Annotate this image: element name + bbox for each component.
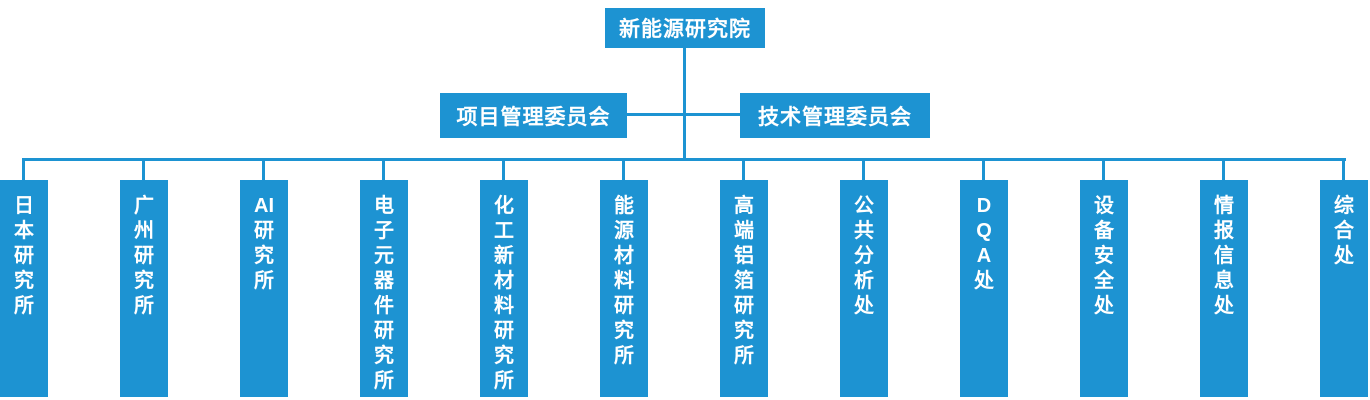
department-label-line: 源 (614, 220, 634, 242)
department-label-line: 元 (374, 245, 394, 267)
department-box: AI 研究所 (240, 180, 288, 397)
department-label-line: 研 (134, 245, 154, 267)
department-label-line: 究 (734, 320, 754, 342)
department-label-line: 究 (374, 345, 394, 367)
department-label-line: 究 (14, 270, 34, 292)
department-label-line: 所 (734, 345, 754, 367)
connector-drop (742, 158, 745, 180)
department-label-line: 箔 (734, 270, 754, 292)
connector-main-spine (24, 158, 1346, 161)
department-label-line: Q (976, 220, 992, 242)
department-label-line: 新 (494, 245, 514, 267)
department-label-line: 铝 (734, 245, 754, 267)
connector-drop (862, 158, 865, 180)
department-label-line: 报 (1214, 220, 1234, 242)
department-label-line: 处 (854, 295, 874, 317)
department-box: 设备安全处 (1080, 180, 1128, 397)
department-label-line: 本 (14, 220, 34, 242)
department-label-line: 设 (1094, 195, 1114, 217)
department-label-line: 件 (374, 295, 394, 317)
department-label-line: 端 (734, 220, 754, 242)
department-label-line: 电 (374, 195, 394, 217)
department-label-line: 合 (1334, 220, 1354, 242)
department-box: 公共分析处 (840, 180, 888, 397)
department-label-line: 情 (1214, 195, 1234, 217)
department-label-line: 材 (494, 270, 514, 292)
department-label-line: 研 (254, 220, 274, 242)
department-label-line: 共 (854, 220, 874, 242)
department-label-line: A (976, 245, 992, 267)
department-label-line: 能 (614, 195, 634, 217)
connector-drop (622, 158, 625, 180)
department-box: 电子元器件研究所 (360, 180, 408, 397)
department-label-line: 所 (254, 270, 274, 292)
department-label-line: 料 (614, 270, 634, 292)
department-label-line: 综 (1334, 195, 1354, 217)
department-label-line: 日 (14, 195, 34, 217)
department-label-line: 州 (134, 220, 154, 242)
connector-drop (1342, 158, 1345, 180)
department-box: 日本研究所 (0, 180, 48, 397)
department-label-line: 究 (614, 320, 634, 342)
department-label-line: 料 (494, 295, 514, 317)
department-box: 情报信息处 (1200, 180, 1248, 397)
department-label-line: 处 (1214, 295, 1234, 317)
department-label-line: 安 (1094, 245, 1114, 267)
department-label-line: 工 (494, 220, 514, 242)
connector-drop (262, 158, 265, 180)
department-box: 综合处 (1320, 180, 1368, 397)
department-label-line: 所 (494, 370, 514, 392)
department-label-line: 处 (974, 270, 994, 292)
department-label-line: 分 (854, 245, 874, 267)
connector-drop (142, 158, 145, 180)
department-label-line: 器 (374, 270, 394, 292)
department-box: 能源材料研究所 (600, 180, 648, 397)
department-label-line: 息 (1214, 270, 1234, 292)
department-label-line: 研 (14, 245, 34, 267)
department-label-line: 材 (614, 245, 634, 267)
department-label-line: 所 (614, 345, 634, 367)
department-label-line: 研 (374, 320, 394, 342)
department-label-line: AI (254, 195, 274, 217)
connector-drop (502, 158, 505, 180)
department-label-line: 处 (1334, 245, 1354, 267)
connector-drop (1222, 158, 1225, 180)
connector-drop (982, 158, 985, 180)
department-label-line: 究 (494, 345, 514, 367)
department-label-line: 高 (734, 195, 754, 217)
department-label-line: 公 (854, 195, 874, 217)
connector-vertical-center (683, 48, 686, 158)
department-label-line: 所 (14, 295, 34, 317)
department-label-line: 究 (254, 245, 274, 267)
department-label-line: 所 (374, 370, 394, 392)
department-label-line: 研 (614, 295, 634, 317)
department-label-line: 信 (1214, 245, 1234, 267)
department-label-line: 所 (134, 295, 154, 317)
department-label-line: D (976, 195, 992, 217)
department-label-line: 备 (1094, 220, 1114, 242)
department-box: 广州研究所 (120, 180, 168, 397)
department-box: 高端铝箔研究所 (720, 180, 768, 397)
department-label-line: 化 (494, 195, 514, 217)
department-label-line: 研 (734, 295, 754, 317)
department-label-line: 广 (134, 195, 154, 217)
committee-node-project-management: 项目管理委员会 (440, 93, 627, 138)
connector-drop (382, 158, 385, 180)
connector-committee-stub (627, 113, 740, 116)
department-label-line: 全 (1094, 270, 1114, 292)
department-label-line: 子 (374, 220, 394, 242)
committee-node-technology-management: 技术管理委员会 (740, 93, 930, 138)
department-box: 化工新材料研究所 (480, 180, 528, 397)
connector-drop (1102, 158, 1105, 180)
department-label-line: 析 (854, 270, 874, 292)
connector-drop (22, 158, 25, 180)
department-label-line: 究 (134, 270, 154, 292)
department-label-line: 研 (494, 320, 514, 342)
department-label-line: 处 (1094, 295, 1114, 317)
org-root-node: 新能源研究院 (605, 8, 765, 48)
